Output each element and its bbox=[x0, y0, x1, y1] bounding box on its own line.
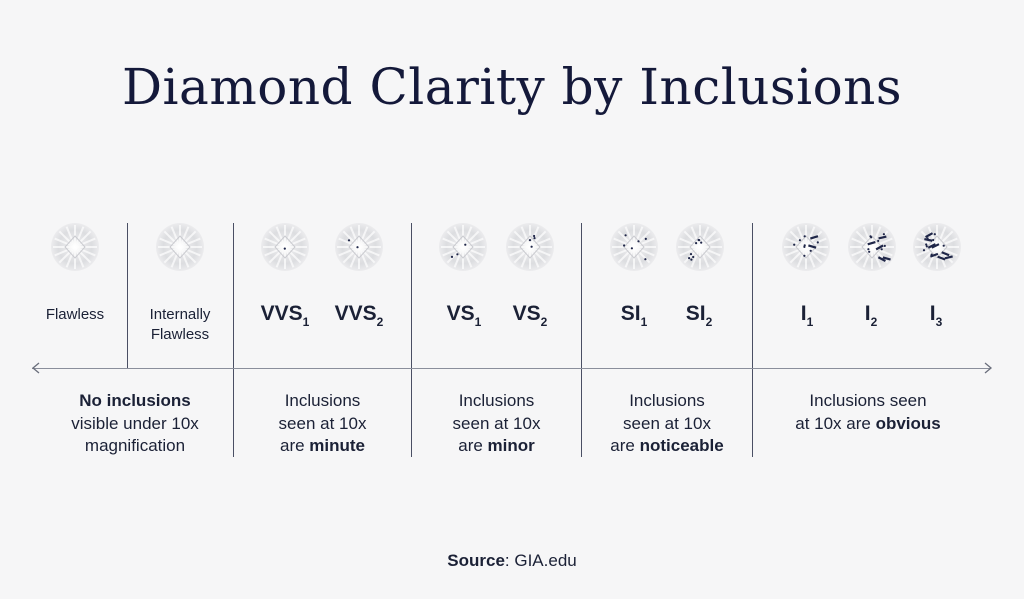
grade-label-flawless: Flawless bbox=[45, 306, 105, 323]
diamond-icon-vs1 bbox=[438, 222, 488, 272]
divider bbox=[233, 223, 234, 457]
description-si: Inclusions seen at 10x are noticeable bbox=[610, 391, 724, 455]
clarity-axis bbox=[32, 368, 990, 369]
grade-i1: I1 bbox=[800, 302, 814, 329]
description-i: Inclusions seen at 10x are obvious bbox=[795, 391, 941, 433]
description-flawless: No inclusions visible under 10x magnific… bbox=[71, 391, 199, 455]
diamond-icon-i2 bbox=[847, 222, 897, 272]
divider bbox=[752, 223, 753, 457]
grade-si2: SI2 bbox=[685, 302, 713, 329]
page-title: Diamond Clarity by Inclusions bbox=[121, 58, 903, 116]
arrow-left-icon bbox=[31, 362, 40, 374]
diamond-icon-si1 bbox=[609, 222, 659, 272]
source-note: Source: GIA.edu bbox=[447, 551, 577, 570]
description-vvs: Inclusions seen at 10x are minute bbox=[278, 391, 367, 455]
divider bbox=[127, 223, 128, 369]
divider bbox=[581, 223, 582, 457]
diamond-icon-flawless bbox=[50, 222, 100, 272]
grade-vs1: VS1 bbox=[446, 302, 482, 329]
description-vs: Inclusions seen at 10x are minor bbox=[452, 391, 541, 455]
grade-i2: I2 bbox=[864, 302, 878, 329]
grade-i3: I3 bbox=[929, 302, 943, 329]
label-line: Flawless bbox=[150, 326, 210, 343]
grade-vvs1: VVS1 bbox=[260, 302, 310, 329]
grade-vs2: VS2 bbox=[512, 302, 548, 329]
diamond-icon-i1 bbox=[781, 222, 831, 272]
diamond-icon-vvs1 bbox=[260, 222, 310, 272]
diamond-icon-vvs2 bbox=[334, 222, 384, 272]
diamond-icon-vs2 bbox=[505, 222, 555, 272]
arrow-right-icon bbox=[984, 362, 993, 374]
label-line: Internally bbox=[149, 306, 211, 323]
grade-si1: SI1 bbox=[620, 302, 648, 329]
grade-label-internally-flawless: Internally Flawless bbox=[130, 305, 230, 345]
grade-vvs2: VVS2 bbox=[334, 302, 384, 329]
diamond-icon-si2 bbox=[675, 222, 725, 272]
divider bbox=[411, 223, 412, 457]
diamond-icon-i3 bbox=[912, 222, 962, 272]
diamond-icon-internally-flawless bbox=[155, 222, 205, 272]
